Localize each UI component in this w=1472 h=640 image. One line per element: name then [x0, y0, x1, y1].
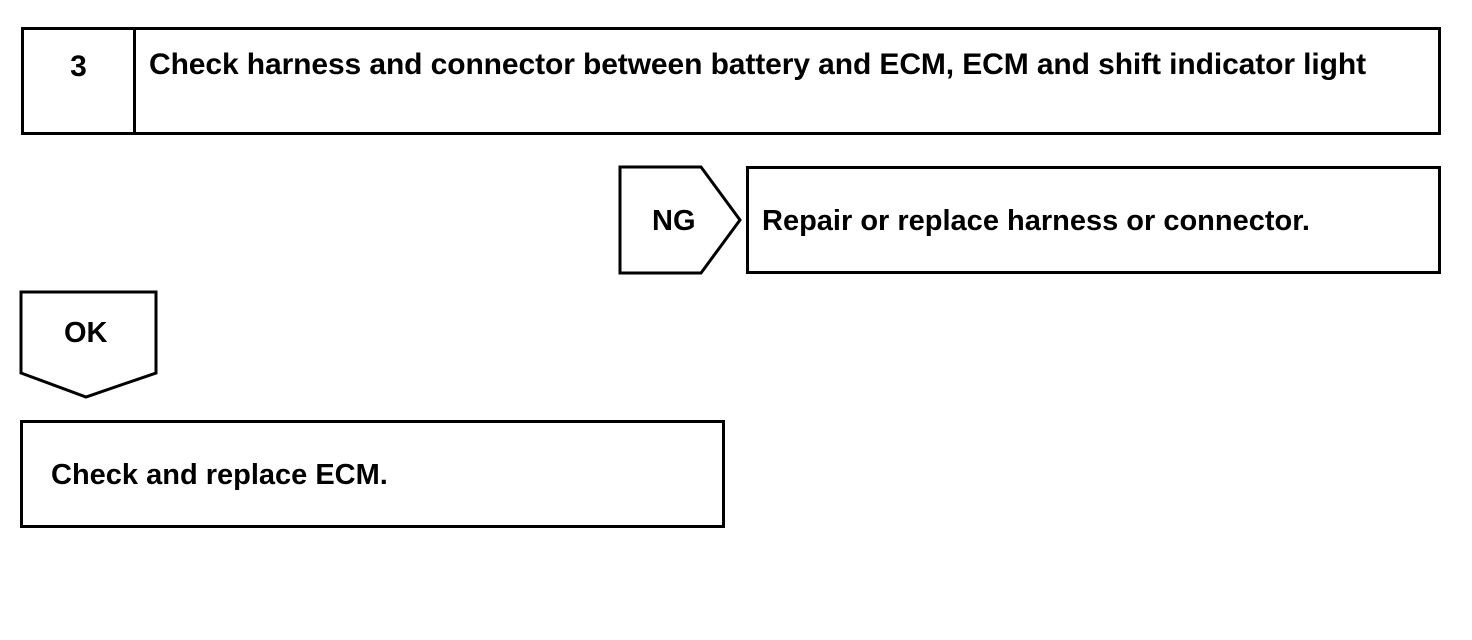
ok-label: OK [64, 317, 108, 349]
ng-action-text: Repair or replace harness or connector. [762, 205, 1310, 237]
ng-label: NG [652, 205, 696, 237]
step-number: 3 [70, 50, 87, 83]
ng-arrow-shape [618, 165, 742, 275]
ok-action-text: Check and replace ECM. [51, 459, 388, 491]
ok-arrow-shape [19, 290, 158, 399]
ng-action-box: Repair or replace harness or connector. [746, 166, 1441, 274]
step-title: Check harness and connector between batt… [149, 48, 1366, 81]
step-number-cell: 3 [24, 30, 136, 132]
step-header-box: 3 Check harness and connector between ba… [21, 27, 1441, 135]
ok-action-box: Check and replace ECM. [20, 420, 725, 528]
